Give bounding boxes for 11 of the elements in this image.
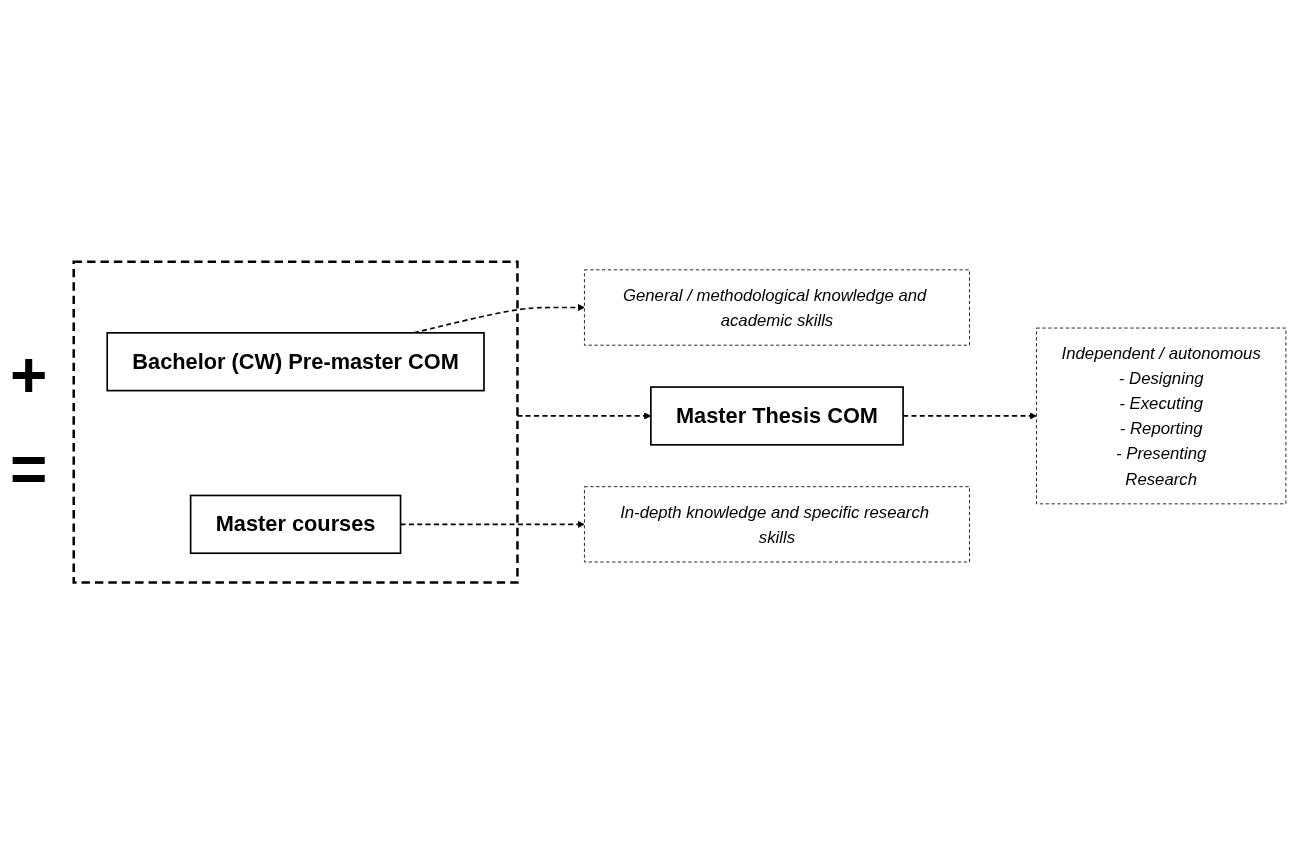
node-box: Master courses [190, 494, 402, 554]
arrow [517, 412, 652, 420]
operator-symbol: = [10, 437, 48, 501]
arrow [400, 520, 586, 528]
operator-symbol: + [10, 343, 48, 407]
node-box: General / methodological knowledge and academic skills [584, 269, 971, 346]
node-box: Bachelor (CW) Pre-master COM [106, 331, 486, 392]
cluster [72, 260, 520, 584]
node-box: Independent / autonomous - Designing - Executing - Reporting - Presenting Research [1036, 327, 1287, 505]
node-box: Master Thesis COM [650, 386, 905, 446]
node-box: In-depth knowledge and specific research skills [584, 486, 971, 563]
